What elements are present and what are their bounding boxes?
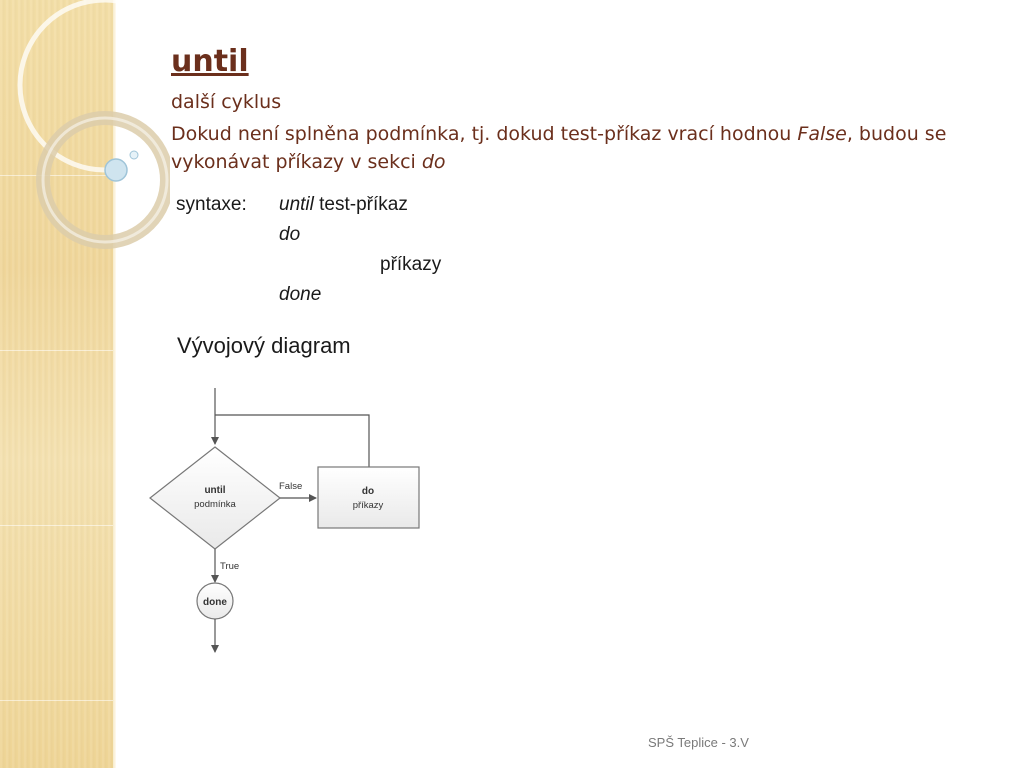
slide-description: Dokud není splněna podmínka, tj. dokud t… (171, 120, 991, 176)
flow-process-title: do (362, 486, 374, 497)
syntax-label: syntaxe: (176, 194, 247, 215)
decorative-rings (17, 0, 170, 249)
flow-process-text: příkazy (353, 500, 384, 511)
description-part1: Dokud není splněna podmínka, tj. dokud t… (171, 123, 798, 145)
syntax-done-keyword: done (279, 284, 322, 305)
syntax-line-done: done (279, 284, 321, 306)
flow-decision-title: until (204, 485, 225, 496)
decorative-bubble-small (129, 150, 139, 160)
syntax-line-do: do (279, 224, 300, 246)
flow-decision-diamond (149, 446, 281, 550)
description-false-keyword: False (797, 123, 847, 145)
slide-subtitle: další cyklus (171, 91, 282, 113)
syntax-line-commands: příkazy (380, 254, 442, 275)
syntax-do-keyword: do (279, 224, 301, 245)
slide-title: until (171, 44, 249, 79)
decorative-bubble-large (104, 158, 128, 182)
flow-loop-back-line (215, 414, 370, 467)
flow-done-label: done (203, 597, 227, 608)
syntax-until-keyword: until (279, 194, 314, 215)
diagram-heading: Vývojový diagram (177, 333, 351, 358)
slide-footer: SPŠ Teplice - 3.V (648, 735, 749, 750)
syntax-test-command: test-příkaz (313, 194, 408, 215)
flow-decision-text: podmínka (194, 499, 236, 510)
side-panel-edge (113, 0, 116, 768)
syntax-line-until: until test-příkaz (279, 194, 408, 216)
flow-false-label: False (279, 481, 302, 492)
flow-true-label: True (220, 561, 239, 572)
side-panel-lines (0, 0, 113, 768)
description-part2: , budou se vykonávat příkazy v sekci (171, 123, 947, 173)
decorative-side-panel (0, 0, 113, 768)
flowchart: until podmínka False do příkazy True don… (149, 388, 420, 653)
flow-process-box (317, 466, 420, 529)
description-do-keyword: do (421, 151, 446, 173)
